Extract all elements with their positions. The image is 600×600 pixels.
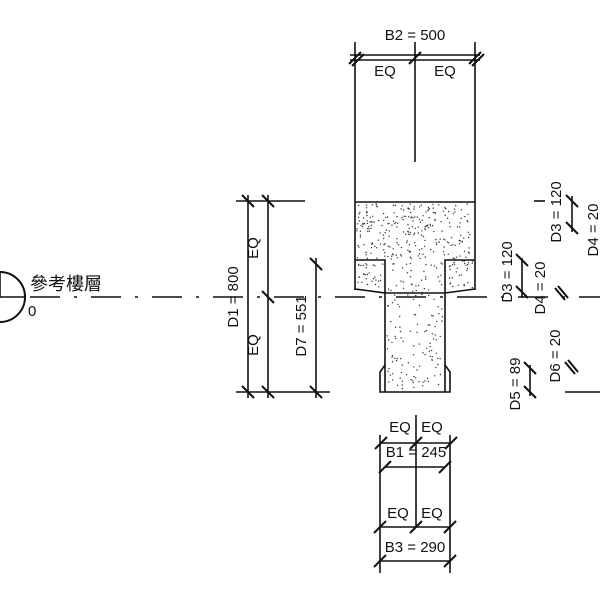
level-elevation: 0 xyxy=(28,303,36,320)
dim-eq: EQ xyxy=(387,505,409,522)
dimension-b1-b3[interactable] xyxy=(373,415,458,573)
dim-eq: EQ xyxy=(389,419,411,436)
dim-label-d4: D4 = 20 xyxy=(532,262,549,315)
dim-label-d6: D6 = 20 xyxy=(547,330,564,383)
dim-eq: EQ xyxy=(434,63,456,80)
dim-label-d1: D1 = 800 xyxy=(225,266,242,327)
beam-section[interactable] xyxy=(354,42,476,393)
level-name[interactable]: 參考樓層 xyxy=(30,274,102,295)
dimension-d3-d4-upper[interactable] xyxy=(534,194,579,235)
dim-eq: EQ xyxy=(245,334,262,356)
dim-label-d7: D7 = 551 xyxy=(293,295,310,356)
dim-label-d4-upper: D4 = 20 xyxy=(585,204,600,257)
dim-label-b3: B3 = 290 xyxy=(385,539,445,556)
concrete-hatch xyxy=(356,203,474,390)
dim-eq: EQ xyxy=(374,63,396,80)
level-head-icon xyxy=(0,271,26,323)
dim-eq: EQ xyxy=(421,505,443,522)
dimension-b2[interactable] xyxy=(348,51,485,67)
dim-label-d5: D5 = 89 xyxy=(507,358,524,411)
dim-label-d3: D3 = 120 xyxy=(499,241,516,302)
dimension-d7[interactable] xyxy=(309,257,323,399)
dim-label-b2: B2 = 500 xyxy=(385,27,445,44)
dim-label-b1: B1 = 245 xyxy=(386,444,446,461)
dimension-d1[interactable] xyxy=(236,194,330,399)
dimension-d5-d6[interactable] xyxy=(523,359,600,399)
dim-label-d3-upper: D3 = 120 xyxy=(548,181,565,242)
dim-eq: EQ xyxy=(421,419,443,436)
dim-eq: EQ xyxy=(245,237,262,259)
dimension-d3-d4-lower[interactable] xyxy=(515,253,569,301)
